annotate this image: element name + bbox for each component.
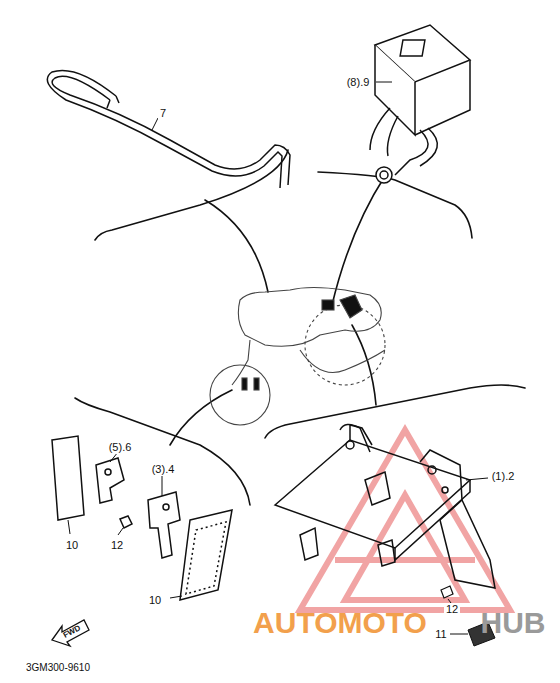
callout-number: (1).2 bbox=[490, 470, 517, 483]
motorcycle-outline bbox=[210, 288, 385, 426]
watermark: HUB bbox=[481, 608, 546, 638]
leader-line bbox=[162, 474, 163, 496]
leader-line bbox=[376, 82, 392, 83]
watermark: AUTOMOTO bbox=[253, 608, 427, 638]
hose bbox=[47, 70, 290, 188]
callout-number: 7 bbox=[158, 107, 168, 120]
callout-number: (3).4 bbox=[150, 463, 177, 476]
pointer-line bbox=[205, 200, 268, 292]
group-bracket bbox=[318, 172, 472, 238]
forward-arrow bbox=[52, 620, 89, 646]
callout-number: (5).6 bbox=[107, 441, 134, 454]
pointer-line bbox=[332, 176, 385, 305]
nut bbox=[441, 586, 453, 598]
leader-line bbox=[118, 528, 123, 535]
group-bracket bbox=[75, 398, 250, 505]
leader-line bbox=[110, 452, 118, 462]
leader-line bbox=[152, 118, 158, 130]
leader-line bbox=[170, 596, 182, 598]
reflector-and-brackets bbox=[52, 436, 232, 600]
leader-line bbox=[450, 634, 468, 635]
group-bracket bbox=[265, 385, 525, 438]
callout-number: 10 bbox=[147, 594, 163, 607]
callout-number: 12 bbox=[109, 539, 125, 552]
leader-line bbox=[466, 478, 488, 480]
callout-number: (8).9 bbox=[345, 76, 372, 89]
callout-number: 12 bbox=[444, 603, 460, 616]
group-bracket bbox=[95, 150, 288, 240]
callout-number: 11 bbox=[433, 628, 448, 641]
ignitor-unit bbox=[370, 25, 470, 183]
pointer-line bbox=[170, 390, 232, 445]
callout-number: 10 bbox=[64, 539, 80, 552]
drawing-code: 3GM300-9610 bbox=[24, 662, 92, 674]
leader-line bbox=[68, 520, 70, 534]
license-bracket bbox=[275, 424, 495, 588]
